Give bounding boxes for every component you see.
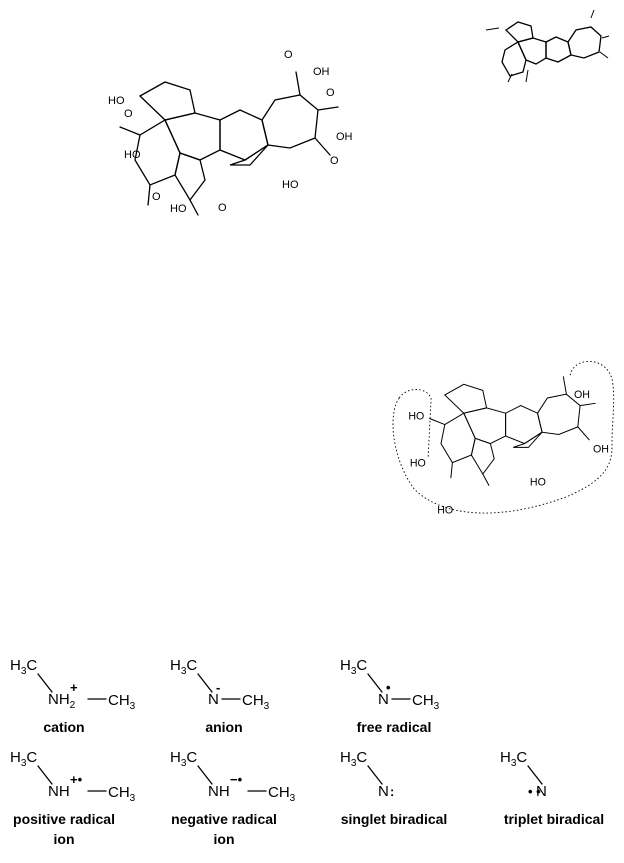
arrow-mark — [590, 9, 595, 19]
bond — [37, 673, 53, 693]
charge-mark: - — [216, 680, 220, 695]
bond — [37, 765, 53, 785]
methyl-label: H3C — [170, 749, 197, 769]
bond — [197, 765, 213, 785]
svg-text:OH: OH — [593, 444, 609, 456]
oxygen-label-5: O — [218, 202, 227, 214]
arrow-mark — [485, 27, 500, 31]
acid-label-4: OH — [313, 66, 330, 78]
species-positive-radical-ion: H3C NH+• CH3 positive radical ion — [10, 749, 136, 847]
acid-label-2: HO — [124, 149, 141, 161]
nitrogen-label: N — [378, 783, 389, 800]
svg-text:HO: HO — [410, 457, 426, 469]
species-name: ion — [54, 831, 75, 847]
methyl-label: H3C — [170, 657, 197, 677]
acid-label-6: HO — [282, 179, 299, 191]
nitrogen-label: NH2 — [48, 691, 76, 711]
charge-mark: : — [390, 784, 394, 799]
bond — [367, 765, 383, 785]
bond — [527, 765, 543, 785]
species-name: free radical — [357, 719, 432, 735]
nitrogen-label: N — [536, 783, 547, 800]
charge-mark: • • — [528, 784, 541, 799]
oxygen-label-2: O — [326, 87, 335, 99]
oxygen-label-6: O — [124, 108, 133, 120]
methyl-label: H3C — [10, 657, 37, 677]
charge-mark: + — [70, 680, 78, 695]
charge-mark: −• — [230, 772, 243, 787]
acid-label-5: OH — [336, 131, 353, 143]
arrow-mark — [507, 73, 513, 83]
nitrogen-label: NH — [48, 783, 70, 800]
svg-text:HO: HO — [408, 410, 424, 422]
species-name: triplet biradical — [504, 811, 604, 827]
svg-text:OH: OH — [574, 389, 590, 401]
methyl-label: CH3 — [242, 692, 270, 712]
bond — [197, 673, 213, 693]
svg-text:HO: HO — [437, 505, 453, 517]
charge-mark: +• — [70, 772, 83, 787]
acid-label-3: HO — [170, 203, 187, 215]
species-cation: H3C NH2+ CH3 cation — [10, 657, 136, 735]
species-name: negative radical — [171, 811, 277, 827]
methyl-label: CH3 — [268, 784, 296, 804]
arrow-mark — [601, 35, 610, 39]
species-name: singlet biradical — [341, 811, 448, 827]
methyl-label: H3C — [340, 657, 367, 677]
charge-mark: • — [386, 680, 391, 695]
outlined-molecule: HO HO HO OH OH HO — [392, 361, 615, 517]
species-name: anion — [205, 719, 242, 735]
species-triplet-biradical: H3C N• • triplet biradical — [500, 749, 604, 827]
species-name: ion — [214, 831, 235, 847]
nitrogen-label: NH — [208, 783, 230, 800]
oxygen-label-4: O — [152, 191, 161, 203]
nitrogen-label: N — [208, 691, 219, 708]
methyl-label: CH3 — [108, 784, 136, 804]
species-free-radical: H3C N• CH3 free radical — [340, 657, 440, 735]
methyl-label: H3C — [500, 749, 527, 769]
bond — [367, 673, 383, 693]
methyl-label: CH3 — [412, 692, 440, 712]
acid-label-1: HO — [108, 95, 125, 107]
skeleton-thumbnail — [485, 9, 610, 83]
oxygen-label-1: O — [284, 49, 293, 61]
species-singlet-biradical: H3C N: singlet biradical — [340, 749, 447, 827]
svg-text:HO: HO — [530, 476, 546, 488]
species-grid: H3CNH2+CH3cationH3CN-CH3anionH3CN•CH3fre… — [10, 657, 604, 847]
methyl-label: CH3 — [108, 692, 136, 712]
main-molecule: HO HO HO OH OH HO O O O O O O — [108, 49, 353, 216]
arrow-mark — [525, 69, 529, 83]
species-negative-radical-ion: H3C NH−• CH3 negative radical ion — [170, 749, 296, 847]
methyl-label: H3C — [10, 749, 37, 769]
nitrogen-label: N — [378, 691, 389, 708]
species-name: cation — [43, 719, 84, 735]
species-name: positive radical — [13, 811, 115, 827]
arrow-mark — [599, 51, 609, 59]
oxygen-label-3: O — [330, 155, 339, 167]
methyl-label: H3C — [340, 749, 367, 769]
